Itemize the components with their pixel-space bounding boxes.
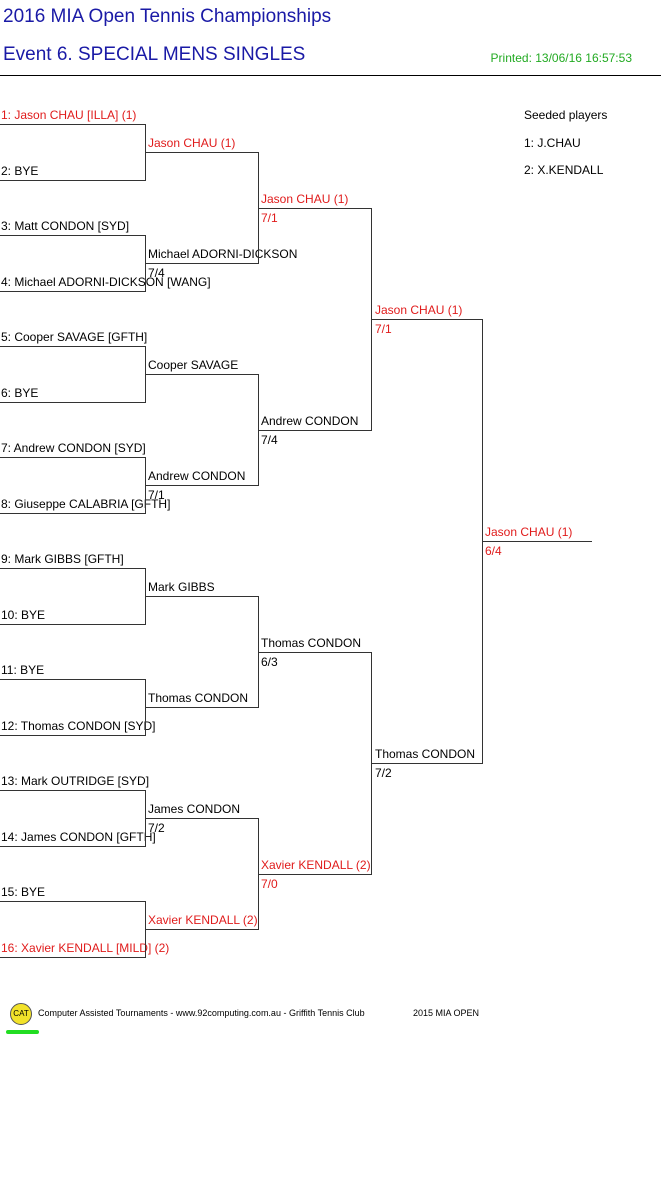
round1-player: 5: Cooper SAVAGE [GFTH]: [1, 330, 148, 344]
round1-player: 8: Giuseppe CALABRIA [GFTH]: [1, 497, 171, 511]
round1-line: [0, 402, 145, 403]
round2-winner: Cooper SAVAGE: [148, 358, 239, 372]
round1-line: [0, 291, 145, 292]
seed-item: 2: X.KENDALL: [524, 163, 604, 177]
semifinal-winner: Jason CHAU (1): [375, 303, 463, 317]
champion-name: Jason CHAU (1): [485, 525, 573, 539]
header-divider: [0, 75, 661, 76]
round1-line: [0, 790, 145, 791]
round2-score: 7/4: [148, 266, 165, 280]
round2-winner: Andrew CONDON: [148, 469, 246, 483]
round1-player: 1: Jason CHAU [ILLA] (1): [1, 108, 137, 122]
round1-line: [0, 901, 145, 902]
round1-player: 6: BYE: [1, 386, 39, 400]
round1-line: [0, 180, 145, 181]
round3-score: 6/3: [261, 655, 278, 669]
event-title: Event 6. SPECIAL MENS SINGLES: [3, 44, 306, 65]
round2-line: [145, 818, 258, 819]
round1-line: [0, 846, 145, 847]
round1-player: 11: BYE: [1, 663, 45, 677]
round2-line: [145, 929, 258, 930]
round1-player: 10: BYE: [1, 608, 46, 622]
round1-line: [0, 346, 145, 347]
tournament-title: 2016 MIA Open Tennis Championships: [3, 6, 332, 27]
round1-player: 14: James CONDON [GFTH]: [1, 830, 156, 844]
round1-player: 2: BYE: [1, 164, 39, 178]
round2-score: 7/2: [148, 821, 165, 835]
round3-score: 7/0: [261, 877, 278, 891]
champion-score: 6/4: [485, 544, 502, 558]
round1-line: [0, 735, 145, 736]
round1-line: [0, 124, 145, 125]
round1-player: 13: Mark OUTRIDGE [SYD]: [1, 774, 150, 788]
round3-winner: Andrew CONDON: [261, 414, 359, 428]
round2-line: [145, 485, 258, 486]
round1-line: [0, 457, 145, 458]
round1-player: 12: Thomas CONDON [SYD]: [1, 719, 156, 733]
round3-line: [258, 430, 371, 431]
round2-winner: Thomas CONDON: [148, 691, 249, 705]
round2-line: [145, 374, 258, 375]
round3-winner: Xavier KENDALL (2): [261, 858, 371, 872]
semifinal-winner: Thomas CONDON: [375, 747, 476, 761]
logo-underline: [6, 1030, 39, 1034]
footer-credit: Computer Assisted Tournaments - www.92co…: [38, 1008, 365, 1018]
round3-score: 7/4: [261, 433, 278, 447]
round2-winner: Jason CHAU (1): [148, 136, 236, 150]
round1-player: 4: Michael ADORNI-DICKSON [WANG]: [1, 275, 211, 289]
round3-winner: Jason CHAU (1): [261, 192, 349, 206]
round1-player: 16: Xavier KENDALL [MILD] (2): [1, 941, 170, 955]
round2-winner: Michael ADORNI-DICKSON: [148, 247, 298, 261]
round2-winner: James CONDON: [148, 802, 241, 816]
round1-line: [0, 568, 145, 569]
round3-line: [258, 874, 371, 875]
round2-line: [145, 596, 258, 597]
round1-player: 7: Andrew CONDON [SYD]: [1, 441, 146, 455]
round3-line: [258, 652, 371, 653]
round2-winner: Mark GIBBS: [148, 580, 215, 594]
semifinal-line: [371, 763, 482, 764]
round2-score: 7/1: [148, 488, 165, 502]
round3-line: [258, 208, 371, 209]
round1-line: [0, 235, 145, 236]
round2-line: [145, 152, 258, 153]
round1-player: 3: Matt CONDON [SYD]: [1, 219, 130, 233]
round2-line: [145, 263, 258, 264]
final-line: [482, 541, 592, 542]
semifinal-score: 7/2: [375, 766, 392, 780]
round3-winner: Thomas CONDON: [261, 636, 362, 650]
footer-event: 2015 MIA OPEN: [413, 1008, 480, 1018]
semifinal-line: [371, 319, 482, 320]
round2-line: [145, 707, 258, 708]
round1-line: [0, 624, 145, 625]
round3-score: 7/1: [261, 211, 278, 225]
round2-winner: Xavier KENDALL (2): [148, 913, 258, 927]
seeded-players-title: Seeded players: [524, 108, 608, 122]
round1-line: [0, 957, 145, 958]
round1-line: [0, 513, 145, 514]
seed-item: 1: J.CHAU: [524, 136, 581, 150]
round1-player: 9: Mark GIBBS [GFTH]: [1, 552, 124, 566]
cat-logo: CAT: [10, 1003, 32, 1025]
printed-timestamp: Printed: 13/06/16 16:57:53: [490, 51, 632, 65]
round1-player: 15: BYE: [1, 885, 46, 899]
round1-line: [0, 679, 145, 680]
semifinal-score: 7/1: [375, 322, 392, 336]
